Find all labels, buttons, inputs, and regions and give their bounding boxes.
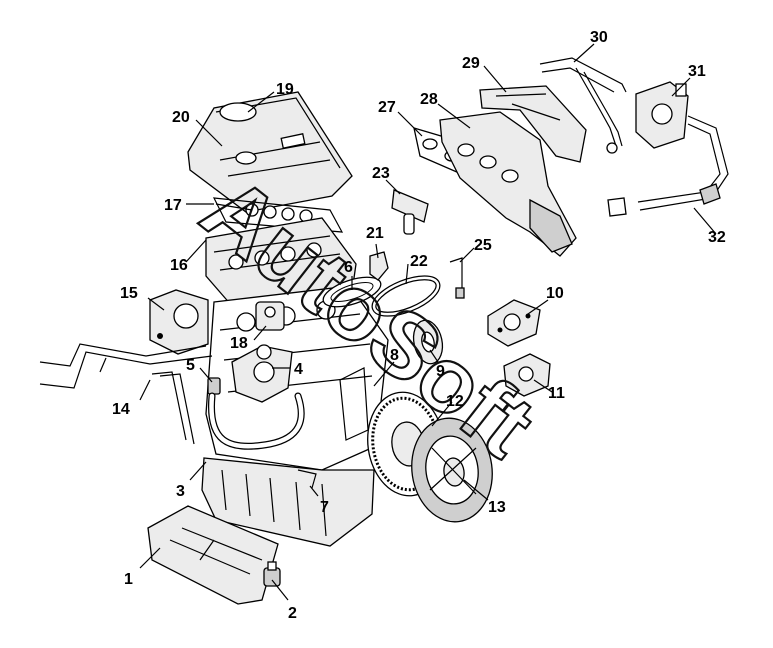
callout-30: 30 bbox=[590, 29, 608, 46]
callout-14: 14 bbox=[112, 401, 130, 418]
callout-6: 6 bbox=[344, 259, 353, 276]
callout-13: 13 bbox=[488, 499, 506, 516]
engine-mount bbox=[487, 299, 541, 347]
temperature-sensor bbox=[449, 257, 465, 299]
idler-pulley bbox=[412, 319, 444, 365]
callout-5: 5 bbox=[186, 357, 195, 374]
callout-12: 12 bbox=[446, 393, 464, 410]
callout-16: 16 bbox=[170, 257, 188, 274]
position-sensor bbox=[369, 251, 389, 281]
callout-25: 25 bbox=[474, 237, 492, 254]
callout-20: 20 bbox=[172, 109, 190, 126]
callout-10: 10 bbox=[546, 285, 564, 302]
callout-15: 15 bbox=[120, 285, 138, 302]
callout-1: 1 bbox=[124, 571, 133, 588]
engine-bracket bbox=[149, 289, 209, 355]
callout-32: 32 bbox=[708, 229, 726, 246]
callout-28: 28 bbox=[420, 91, 438, 108]
egr-valve bbox=[635, 81, 689, 149]
ignition-coil bbox=[391, 189, 429, 235]
timing-belt bbox=[322, 276, 382, 308]
callout-22: 22 bbox=[410, 253, 428, 270]
callout-2: 2 bbox=[288, 605, 297, 622]
thermostat-housing bbox=[503, 353, 551, 397]
callout-23: 23 bbox=[372, 165, 390, 182]
engine-cover bbox=[187, 91, 353, 213]
water-pump bbox=[231, 344, 293, 403]
egr-hose bbox=[607, 115, 729, 217]
callout-27: 27 bbox=[378, 99, 396, 116]
sump-tray bbox=[147, 505, 279, 605]
valve-cover-gasket bbox=[212, 197, 344, 233]
heat-shield bbox=[479, 85, 587, 163]
engine-block bbox=[205, 285, 389, 471]
cylinder-head bbox=[205, 217, 357, 307]
leader-lines bbox=[139, 43, 717, 601]
callout-labels: 1 2 3 4 5 6 7 8 9 10 11 12 13 14 15 16 1… bbox=[112, 29, 726, 622]
callout-11: 11 bbox=[548, 385, 565, 402]
egr-pipe bbox=[539, 57, 627, 154]
callout-29: 29 bbox=[462, 55, 480, 72]
callout-9: 9 bbox=[436, 363, 445, 380]
callout-17: 17 bbox=[164, 197, 182, 214]
coolant-hose bbox=[207, 392, 317, 489]
callout-21: 21 bbox=[366, 225, 384, 242]
callout-31: 31 bbox=[688, 63, 706, 80]
drive-belt bbox=[371, 275, 441, 317]
callout-7: 7 bbox=[320, 499, 329, 516]
mount-bolt bbox=[207, 377, 221, 395]
coolant-pipes bbox=[39, 343, 213, 445]
callout-19: 19 bbox=[276, 81, 294, 98]
callout-18: 18 bbox=[230, 335, 248, 352]
sensor-module bbox=[255, 301, 285, 331]
callout-4: 4 bbox=[294, 361, 303, 378]
callout-8: 8 bbox=[390, 347, 399, 364]
drain-plug bbox=[263, 561, 281, 587]
oil-sump bbox=[201, 457, 375, 547]
clutch-assembly bbox=[411, 417, 493, 523]
callout-3: 3 bbox=[176, 483, 185, 500]
exhaust-manifold bbox=[439, 111, 577, 257]
